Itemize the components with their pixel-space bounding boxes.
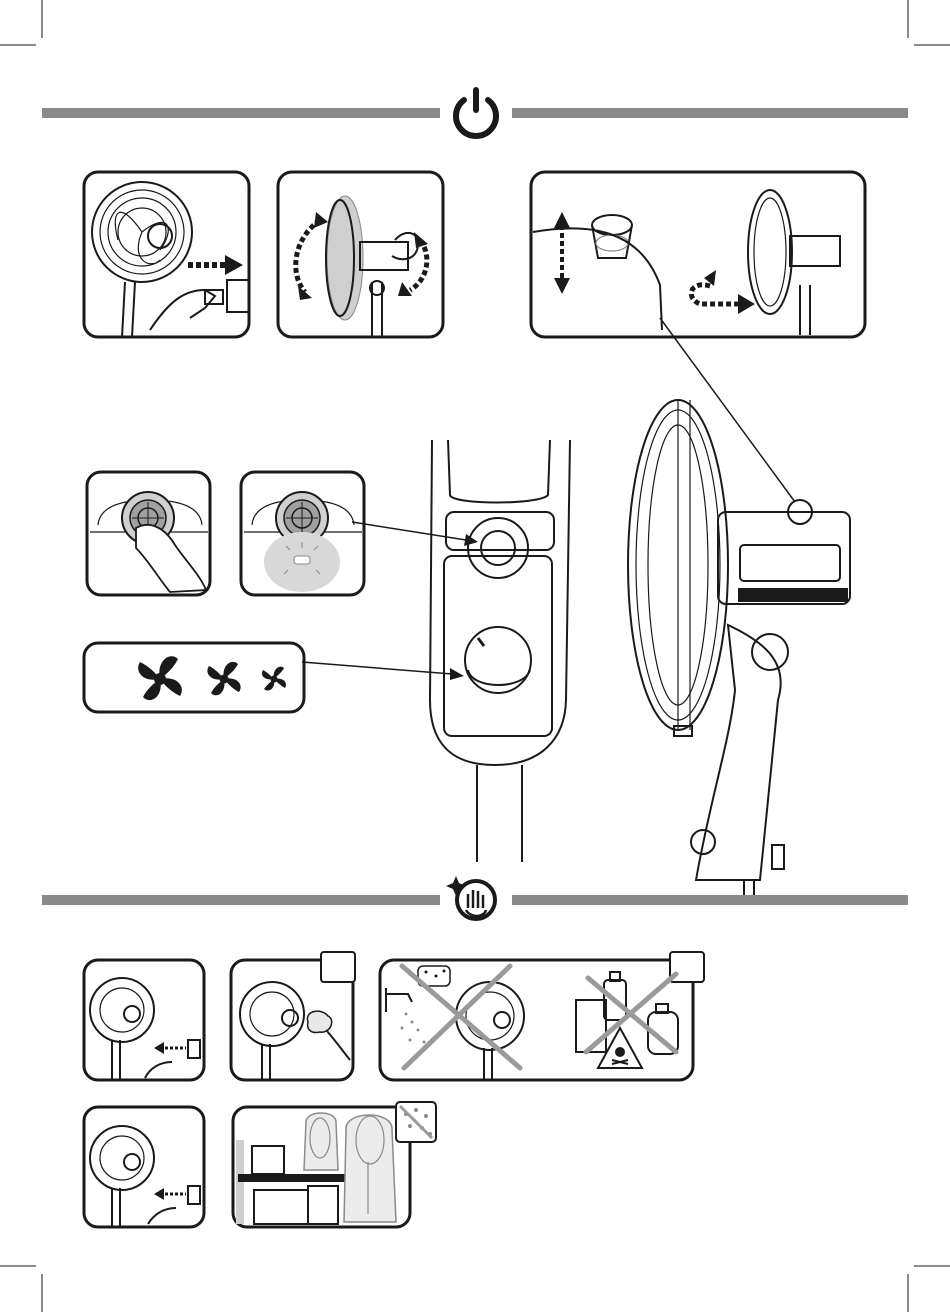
section-header-cleaning — [42, 876, 908, 919]
step-tilt-panel — [278, 172, 443, 337]
section-header-operation — [42, 90, 908, 136]
step-unplug-panel — [84, 172, 249, 337]
step-speed-panel — [84, 643, 304, 712]
clean-step-unplug-panel — [84, 960, 204, 1080]
fan-large-side-illustration — [628, 400, 850, 900]
storage-step-unplug-panel — [84, 1107, 204, 1227]
callout-line-power — [352, 522, 466, 540]
step-power-indicator-panel — [241, 472, 364, 595]
control-column-illustration — [430, 440, 570, 862]
clean-step-prohibited-panel — [380, 952, 704, 1080]
sparkle-hand-icon — [446, 876, 495, 919]
clean-step-wipe-panel — [231, 952, 355, 1080]
step-power-press-panel — [87, 472, 210, 595]
no-moisture-icon — [396, 1102, 436, 1142]
storage-step-store-panel — [233, 1102, 436, 1227]
power-icon — [456, 90, 496, 136]
step-oscillation-panel — [531, 172, 865, 337]
